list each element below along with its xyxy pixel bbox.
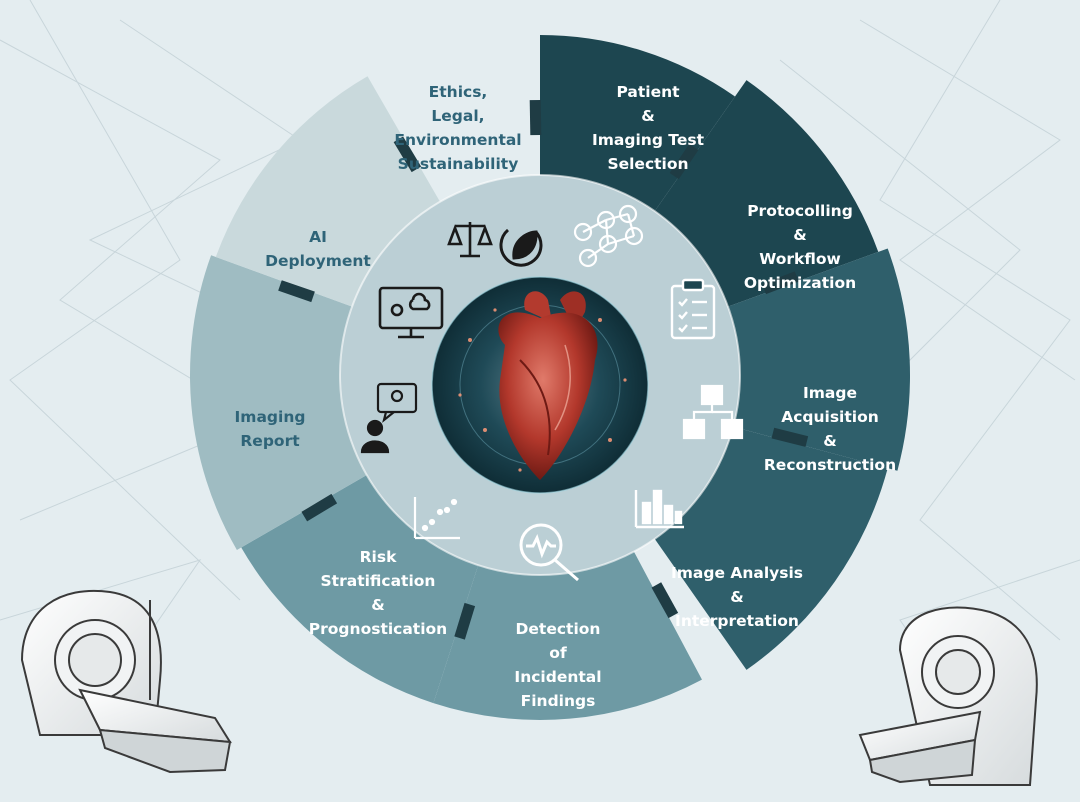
label-line: Patient — [616, 83, 680, 101]
label-line: Protocolling — [747, 202, 853, 220]
cubes-workflow-icon — [682, 384, 744, 440]
separator-patient — [529, 99, 542, 136]
segment-separators — [278, 99, 809, 640]
scales-icon — [447, 222, 493, 258]
label-line: Report — [240, 432, 300, 450]
label-line: Optimization — [744, 274, 856, 292]
label-line: Imaging Test — [592, 131, 705, 149]
wheel-segments — [190, 35, 911, 720]
segment-analysis — [654, 426, 888, 670]
separator-report — [301, 493, 338, 522]
label-line: Workflow — [759, 250, 841, 268]
inner-ring-edge — [339, 174, 741, 576]
label-line: Findings — [521, 692, 596, 710]
segment-labels: Ethics, Legal, EnvironmentalSustainability… — [235, 83, 897, 710]
segment-acquisition — [727, 248, 911, 471]
magnifier-waveform-icon — [519, 523, 579, 582]
label-line: Imaging — [235, 408, 306, 426]
label-line: & — [823, 432, 837, 450]
separator-protocolling — [669, 143, 699, 180]
segment-detection — [433, 551, 702, 720]
segment-ethics — [375, 45, 540, 202]
label-line: of — [549, 644, 567, 662]
bar-chart-icon — [634, 489, 684, 529]
label-line: Acquisition — [781, 408, 879, 426]
segment-report — [190, 255, 367, 550]
label-line: & — [793, 226, 807, 244]
label-line: Stratification — [321, 572, 436, 590]
label-line: Ethics, — [429, 83, 488, 101]
person-idea-icon — [360, 382, 418, 454]
label-line: AI — [309, 228, 327, 246]
label-deployment: AI Deployment — [265, 228, 371, 270]
label-line: Detection — [516, 620, 601, 638]
label-line: & — [730, 588, 744, 606]
separator-acquisition — [762, 271, 799, 295]
segment-protocolling — [654, 80, 879, 307]
separator-ethics — [393, 136, 422, 173]
ct-scanner-left-illustration — [20, 589, 232, 774]
label-line: Deployment — [265, 252, 371, 270]
monitor-cloud-icon — [378, 286, 444, 339]
separator-detection — [651, 582, 679, 619]
label-line: Image — [803, 384, 857, 402]
heart-icon — [431, 276, 649, 494]
separator-analysis — [771, 427, 809, 447]
label-line: Reconstruction — [764, 456, 896, 474]
label-line: Selection — [607, 155, 688, 173]
segment-patient — [540, 35, 736, 212]
label-line: Interpretation — [675, 612, 799, 630]
ct-scanner-right-illustration — [858, 606, 1038, 786]
segment-risk — [241, 475, 479, 704]
eco-power-icon — [499, 228, 543, 267]
label-line: & — [641, 107, 655, 125]
label-line: Sustainability — [398, 155, 519, 173]
label-line: Incidental — [514, 668, 601, 686]
network-people-icon — [573, 204, 644, 268]
label-line: Environmental — [394, 131, 521, 149]
separator-risk — [454, 602, 476, 640]
label-line: Image Analysis — [671, 564, 803, 582]
clipboard-checklist-icon — [670, 278, 716, 340]
label-line: Risk — [360, 548, 397, 566]
label-line: Legal, — [431, 107, 484, 125]
label-line: & — [371, 596, 385, 614]
scatter-plot-icon — [413, 497, 460, 540]
label-line: Prognostication — [309, 620, 447, 638]
label-analysis: Image Analysis & Interpretation — [671, 564, 803, 630]
separator-deployment — [278, 280, 315, 303]
